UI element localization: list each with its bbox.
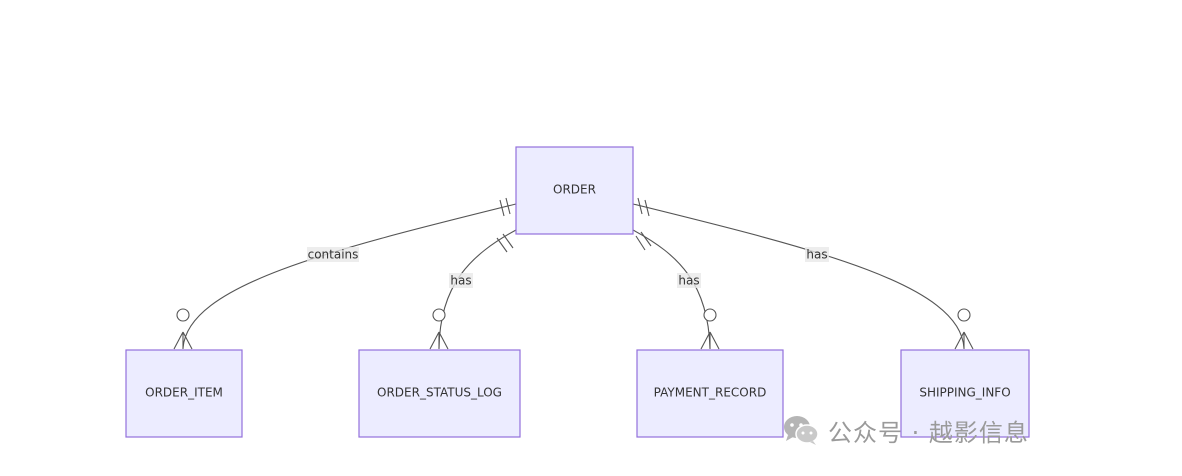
relationship-label-has-shipping: has: [805, 247, 829, 262]
cardinality-one-icon: [499, 197, 511, 217]
entity-shipping-info: SHIPPING_INFO: [900, 349, 1030, 438]
relationship-label-has-status-log: has: [449, 273, 473, 288]
entity-payment-record: PAYMENT_RECORD: [636, 349, 784, 438]
watermark-text: 公众号 · 越影信息: [828, 418, 1029, 447]
cardinality-zero-or-many-icon: [429, 308, 449, 350]
cardinality-zero-or-many-icon: [954, 308, 974, 350]
svg-text:ORDER: ORDER: [553, 183, 596, 197]
edge-order-to-order-item: [182, 203, 517, 349]
svg-text:ORDER_ITEM: ORDER_ITEM: [145, 386, 223, 400]
svg-text:has: has: [450, 274, 471, 288]
entity-order-item: ORDER_ITEM: [125, 349, 243, 438]
relationship-label-contains: contains: [307, 247, 359, 262]
edge-order-to-payment-record: [632, 229, 711, 349]
cardinality-zero-or-many-icon: [700, 308, 720, 350]
svg-text:SHIPPING_INFO: SHIPPING_INFO: [919, 386, 1010, 400]
relationship-label-has-payment: has: [677, 273, 701, 288]
cardinality-one-icon: [496, 233, 514, 253]
cardinality-zero-or-many-icon: [173, 308, 193, 350]
svg-text:ORDER_STATUS_LOG: ORDER_STATUS_LOG: [377, 386, 502, 400]
svg-text:contains: contains: [308, 248, 359, 262]
wechat-logo-icon: [784, 416, 819, 445]
edge-order-to-shipping-info: [632, 203, 965, 349]
svg-text:PAYMENT_RECORD: PAYMENT_RECORD: [654, 386, 767, 400]
cardinality-one-icon: [637, 197, 650, 217]
svg-text:has: has: [806, 248, 827, 262]
svg-text:has: has: [678, 274, 699, 288]
watermark: 公众号 · 越影信息: [782, 412, 1029, 448]
entity-order-status-log: ORDER_STATUS_LOG: [358, 349, 521, 438]
entity-order: ORDER: [515, 146, 634, 235]
cardinality-one-icon: [635, 231, 652, 251]
